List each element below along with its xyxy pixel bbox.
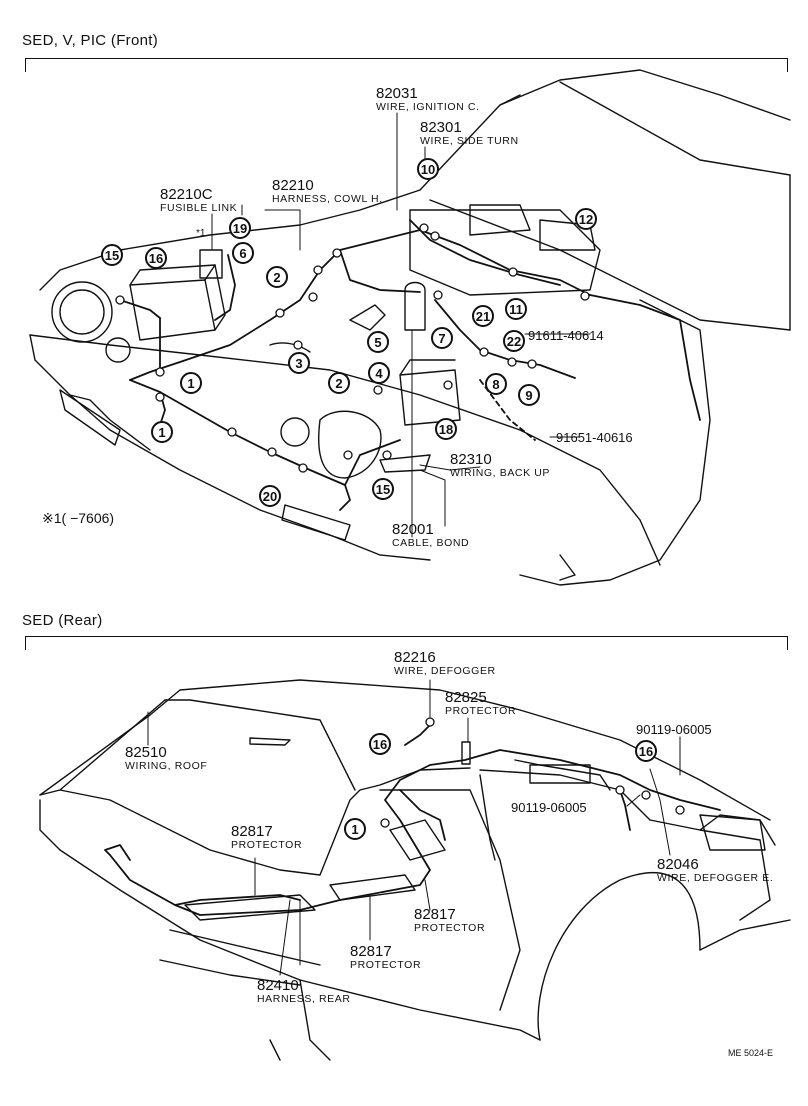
label-82825-protector: 82825 PROTECTOR	[445, 690, 516, 717]
callout-12: 12	[575, 208, 597, 230]
front-car-body-outline	[29, 69, 791, 586]
callout-7: 7	[431, 327, 453, 349]
part-description: WIRING, BACK UP	[450, 467, 551, 479]
label-82046-wire-defogger-e: 82046 WIRE, DEFOGGER E.	[657, 857, 773, 884]
label-82817-protector-upper: 82817 PROTECTOR	[231, 824, 302, 851]
callout-1-lower: 1	[151, 421, 173, 443]
part-number: 82817	[350, 943, 392, 960]
rear-harness-clips	[380, 717, 685, 828]
callout-16-rear-right: 16	[635, 740, 657, 762]
rear-leader-lines	[147, 679, 681, 976]
part-description: FUSIBLE LINK	[160, 202, 238, 214]
part-description: WIRE, DEFOGGER E.	[657, 872, 774, 884]
label-82031-wire-ignition: 82031 WIRE, IGNITION C.	[376, 86, 480, 113]
part-number-91611-40614: 91611-40614	[528, 328, 604, 343]
rear-components	[184, 737, 766, 921]
rear-harness-wires	[104, 724, 721, 916]
callout-19: 19	[229, 217, 251, 239]
callout-2-upper: 2	[266, 266, 288, 288]
part-number-90119-06005-top: 90119-06005	[636, 722, 712, 737]
label-82817-protector-lower: 82817 PROTECTOR	[350, 944, 421, 971]
callout-16-rear-left: 16	[369, 733, 391, 755]
callout-9: 9	[518, 384, 540, 406]
part-number: 82817	[231, 823, 273, 840]
part-description: WIRE, SIDE TURN	[420, 135, 519, 147]
part-description: PROTECTOR	[445, 705, 517, 717]
part-number: 82046	[657, 856, 699, 873]
part-description: PROTECTOR	[350, 959, 422, 971]
label-82210c-fusible-link: 82210C FUSIBLE LINK	[160, 187, 237, 214]
label-82001-cable-bond: 82001 CABLE, BOND	[392, 522, 469, 549]
label-82510-wiring-roof: 82510 WIRING, ROOF	[125, 745, 207, 772]
part-number: 82301	[420, 119, 462, 136]
callout-5: 5	[367, 331, 389, 353]
callout-4: 4	[368, 362, 390, 384]
callout-15-front-left: 15	[101, 244, 123, 266]
part-number: 82001	[392, 521, 434, 538]
part-description: PROTECTOR	[231, 839, 303, 851]
callout-21: 21	[472, 305, 494, 327]
part-number: 82817	[414, 906, 456, 923]
front-leader-lines	[211, 112, 591, 538]
part-description: WIRE, IGNITION C.	[376, 101, 480, 113]
front-section-title: SED, V, PIC (Front)	[22, 32, 159, 49]
callout-20: 20	[259, 485, 281, 507]
callout-11: 11	[505, 298, 527, 320]
front-harness-wires	[119, 219, 701, 511]
part-description: PROTECTOR	[414, 922, 486, 934]
part-number-90119-06005-middle: 90119-06005	[511, 800, 587, 815]
part-number: 82031	[376, 85, 418, 102]
label-82817-protector-right: 82817 PROTECTOR	[414, 907, 485, 934]
part-description: WIRE, DEFOGGER	[394, 665, 496, 677]
part-number-91651-40616: 91651-40616	[556, 430, 633, 445]
callout-6: 6	[232, 242, 254, 264]
front-harness-clips	[115, 223, 590, 473]
part-number: 82510	[125, 744, 167, 761]
callout-2-lower: 2	[328, 372, 350, 394]
label-82310-wiring-back-up: 82310 WIRING, BACK UP	[450, 452, 550, 479]
footnote-text: ※1( −7606)	[42, 510, 115, 526]
callout-1-upper: 1	[180, 372, 202, 394]
part-number: 82825	[445, 689, 487, 706]
callout-8: 8	[485, 373, 507, 395]
callout-15-front-right: 15	[372, 478, 394, 500]
rear-car-body-outline	[39, 679, 791, 1061]
label-82210-harness-cowl: 82210 HARNESS, COWL H.	[272, 178, 383, 205]
rear-section-title: SED (Rear)	[22, 612, 103, 629]
callout-1-rear: 1	[344, 818, 366, 840]
part-number: 82410	[257, 977, 299, 994]
figure-code: ME 5024-E	[728, 1048, 774, 1058]
part-number: 82210C	[160, 186, 213, 203]
part-description: CABLE, BOND	[392, 537, 470, 549]
part-description: HARNESS, COWL H.	[272, 193, 383, 205]
callout-16-front: 16	[145, 247, 167, 269]
label-82301-wire-side-turn: 82301 WIRE, SIDE TURN	[420, 120, 519, 147]
callout-10: 10	[417, 158, 439, 180]
footnote-mark-star1: *1	[196, 228, 206, 239]
callout-3: 3	[288, 352, 310, 374]
part-description: HARNESS, REAR	[257, 993, 351, 1005]
part-number: 82210	[272, 177, 314, 194]
rear-section-frame	[25, 636, 788, 650]
front-components	[51, 204, 601, 581]
part-number: 82310	[450, 451, 492, 468]
callout-22: 22	[503, 330, 525, 352]
label-82216-wire-defogger: 82216 WIRE, DEFOGGER	[394, 650, 496, 677]
label-82410-harness-rear: 82410 HARNESS, REAR	[257, 978, 351, 1005]
part-description: WIRING, ROOF	[125, 760, 208, 772]
front-section-frame	[25, 58, 788, 72]
part-number: 82216	[394, 649, 436, 666]
callout-18: 18	[435, 418, 457, 440]
